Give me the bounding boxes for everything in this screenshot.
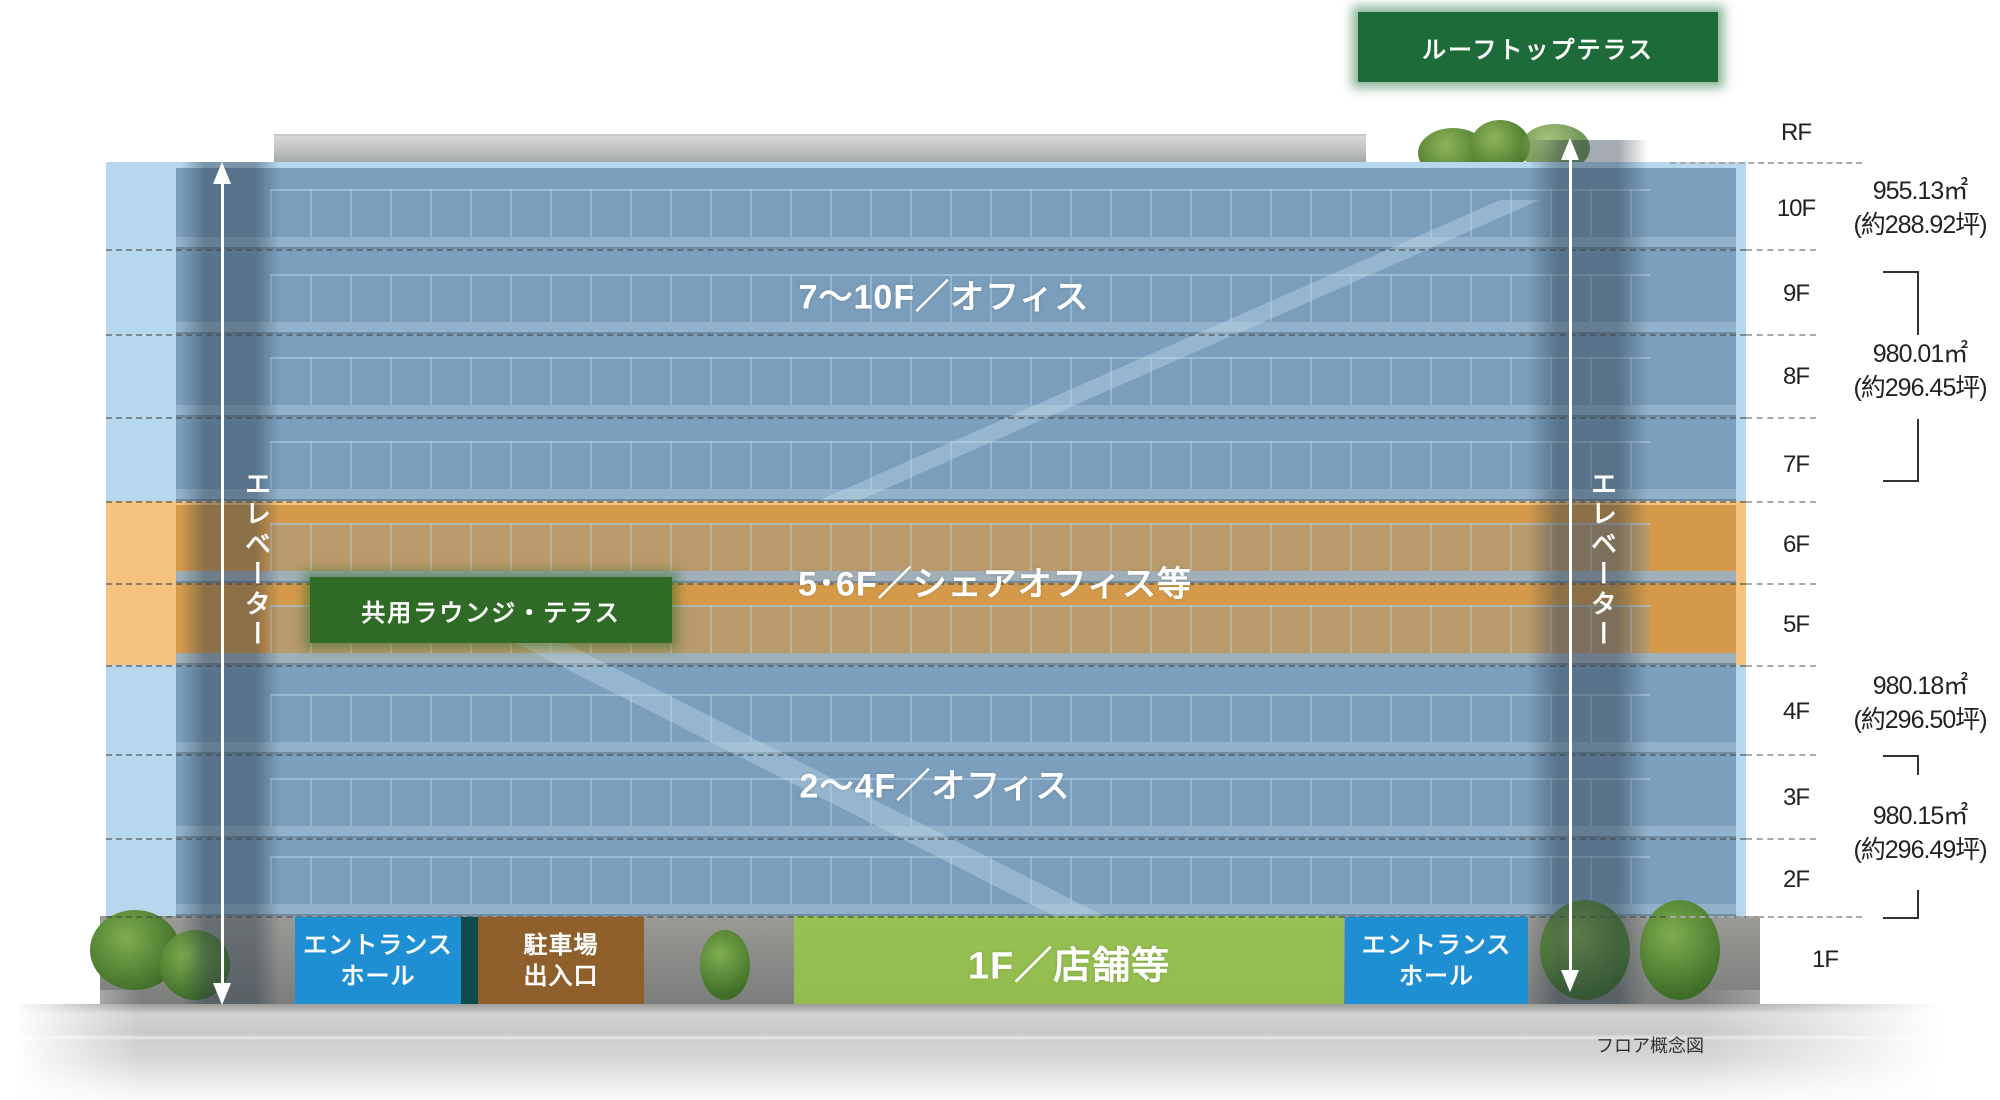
parking-entrance: 駐車場 出入口 <box>478 917 644 1004</box>
parking-exit-text: 出入口 <box>523 962 599 990</box>
floor-label: 10F <box>1776 195 1816 222</box>
arrow-up-icon <box>213 162 231 184</box>
floor-label: 5F <box>1782 611 1810 638</box>
elevator-arrow-left <box>221 180 224 988</box>
bracket-bottom <box>1883 419 1919 482</box>
entrance-divider <box>461 917 478 1004</box>
area-sqm: 980.15㎡ <box>1872 802 1968 830</box>
shrub <box>1640 900 1720 1000</box>
floor-divider-guide <box>1746 583 1816 585</box>
entrance-hall-right: エントランス ホール <box>1345 917 1528 1004</box>
floor-slab <box>176 826 1736 838</box>
area-tsubo: (約296.50坪) <box>1853 706 1987 734</box>
lounge-terrace-text: 共用ラウンジ・テラス <box>361 599 621 627</box>
rooftop-terrace-text: ルーフトップテラス <box>1421 36 1655 64</box>
bracket-bottom <box>1883 890 1919 919</box>
shrub <box>700 930 750 1000</box>
floor-divider-guide <box>1746 754 1816 756</box>
area-10f: 955.13㎡ (約288.92坪) <box>1853 174 1987 242</box>
floor-divider <box>106 665 1746 667</box>
floor-label: 2F <box>1782 866 1810 893</box>
area-4f: 980.18㎡ (約296.50坪) <box>1853 669 1987 737</box>
zone-label-upper-office: 7〜10F／オフィス <box>798 278 1090 317</box>
arrow-up-icon <box>1561 138 1579 160</box>
area-tsubo: (約296.49坪) <box>1853 836 1987 864</box>
bracket-top <box>1883 271 1919 335</box>
window-row <box>270 778 1650 826</box>
floor-label: 6F <box>1782 531 1810 558</box>
floor-label: RF <box>1781 119 1812 146</box>
floor-divider-guide <box>1746 417 1816 419</box>
area-tsubo: (約296.45坪) <box>1853 374 1987 402</box>
floor-slab <box>176 904 1736 916</box>
floor-divider-guide <box>1746 249 1816 251</box>
floor-divider-guide <box>1746 334 1816 336</box>
floor-divider <box>106 583 1746 585</box>
floor-divider-guide <box>1746 838 1816 840</box>
window-row <box>270 856 1650 904</box>
elevator-arrow-right <box>1569 156 1572 974</box>
window-row <box>270 523 1650 571</box>
arrow-down-icon <box>213 983 231 1005</box>
floor-divider-guide <box>1670 162 1862 164</box>
area-sqm: 980.01㎡ <box>1872 340 1968 368</box>
floor-label: 3F <box>1782 784 1810 811</box>
floor-slab <box>176 653 1736 665</box>
floor-divider <box>106 334 1746 336</box>
floor-label: 8F <box>1782 363 1810 390</box>
floor-slab <box>176 322 1736 334</box>
floor-divider <box>106 754 1746 756</box>
window-row <box>270 274 1650 322</box>
floor-label: 4F <box>1782 698 1810 725</box>
entrance-hall-left: エントランス ホール <box>295 917 461 1004</box>
floor-slab <box>176 742 1736 754</box>
elevator-label-left: エレベーター <box>241 470 272 650</box>
window-row <box>270 189 1650 237</box>
floor-divider <box>106 249 1746 251</box>
floor-divider-guide <box>1746 665 1816 667</box>
floor-concept-caption: フロア概念図 <box>1596 1036 1704 1056</box>
window-row <box>270 357 1650 405</box>
floor-slab <box>176 237 1736 249</box>
roof-parapet <box>274 134 1366 164</box>
floor-slab <box>176 405 1736 417</box>
arrow-down-icon <box>1561 970 1579 992</box>
floor-divider <box>106 838 1746 840</box>
rooftop-terrace-label: ルーフトップテラス <box>1358 12 1718 82</box>
road-fade <box>0 1060 2000 1100</box>
zone-label-share-office: 5･6F／シェアオフィス等 <box>798 565 1192 604</box>
elevator-shaft-right <box>1528 140 1648 1004</box>
floor-label: 9F <box>1782 280 1810 307</box>
elevator-label-right: エレベーター <box>1587 470 1618 650</box>
floor-label: 7F <box>1782 451 1810 478</box>
hall-text: ホール <box>1399 962 1474 990</box>
retail-zone <box>794 916 1344 1004</box>
area-7-9f: 980.01㎡ (約296.45坪) <box>1853 337 1987 405</box>
window-row <box>270 441 1650 489</box>
window-row <box>270 694 1650 742</box>
hall-text: ホール <box>340 962 416 990</box>
parking-text: 駐車場 <box>523 931 599 959</box>
entrance-text: エントランス <box>303 931 453 959</box>
floor-divider <box>106 916 1746 918</box>
floor-divider <box>106 417 1746 419</box>
floor-label: 1F <box>1811 946 1839 973</box>
floor-divider <box>106 501 1746 503</box>
bracket-top <box>1883 755 1919 775</box>
area-2-3f: 980.15㎡ (約296.49坪) <box>1853 799 1987 867</box>
floor-slab <box>176 489 1736 501</box>
stair-lower <box>470 620 1270 1000</box>
zone-label-lower-office: 2〜4F／オフィス <box>799 767 1071 806</box>
area-sqm: 980.18㎡ <box>1872 672 1968 700</box>
area-sqm: 955.13㎡ <box>1872 177 1968 205</box>
floor-divider-guide <box>1670 916 1862 918</box>
area-tsubo: (約288.92坪) <box>1853 211 1987 239</box>
lounge-terrace-label: 共用ラウンジ・テラス <box>310 577 672 643</box>
floor-divider-guide <box>1746 501 1816 503</box>
zone-label-retail: 1F／店舗等 <box>967 945 1171 988</box>
entrance-text: エントランス <box>1361 931 1512 959</box>
stair-upper <box>820 200 1540 500</box>
